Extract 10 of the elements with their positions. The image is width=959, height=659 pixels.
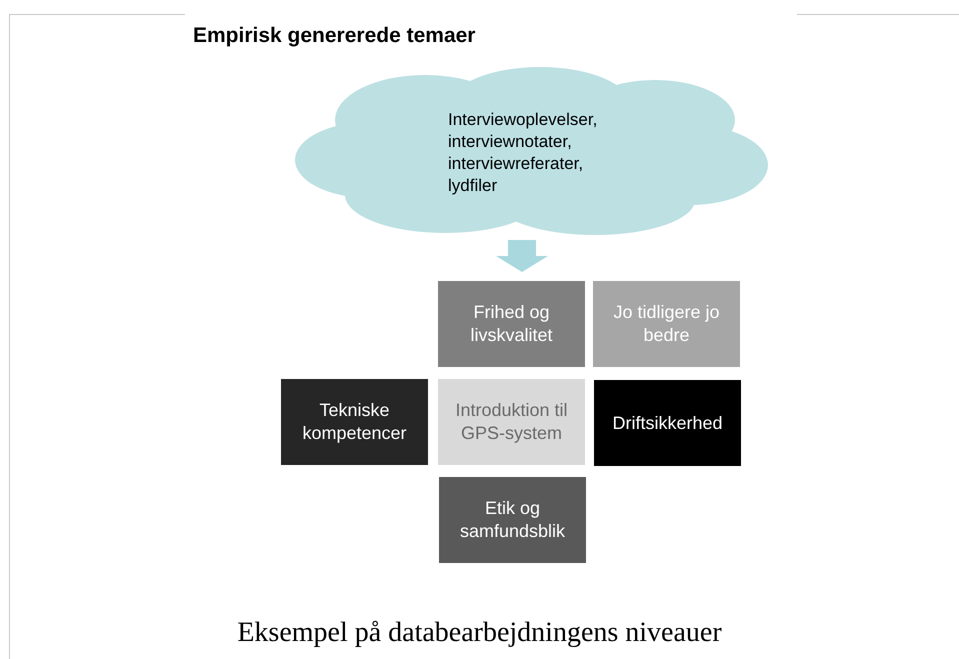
cloud-text: Interviewoplevelser, interviewnotater, interviewreferater, lydfiler: [448, 109, 598, 197]
title: Empirisk genererede temaer: [193, 23, 476, 49]
theme-box: Introduktion til GPS-system: [438, 379, 585, 465]
theme-box: Jo tidligere jo bedre: [593, 281, 740, 367]
block-arrow: [496, 240, 548, 272]
theme-box: Frihed og livskvalitet: [438, 281, 585, 367]
theme-box: Tekniske kompetencer: [281, 379, 428, 465]
theme-box: Driftsikkerhed: [594, 380, 741, 466]
theme-box: Etik og samfundsblik: [439, 477, 586, 563]
caption: Eksempel på databearbejdningens niveauer: [237, 617, 722, 648]
